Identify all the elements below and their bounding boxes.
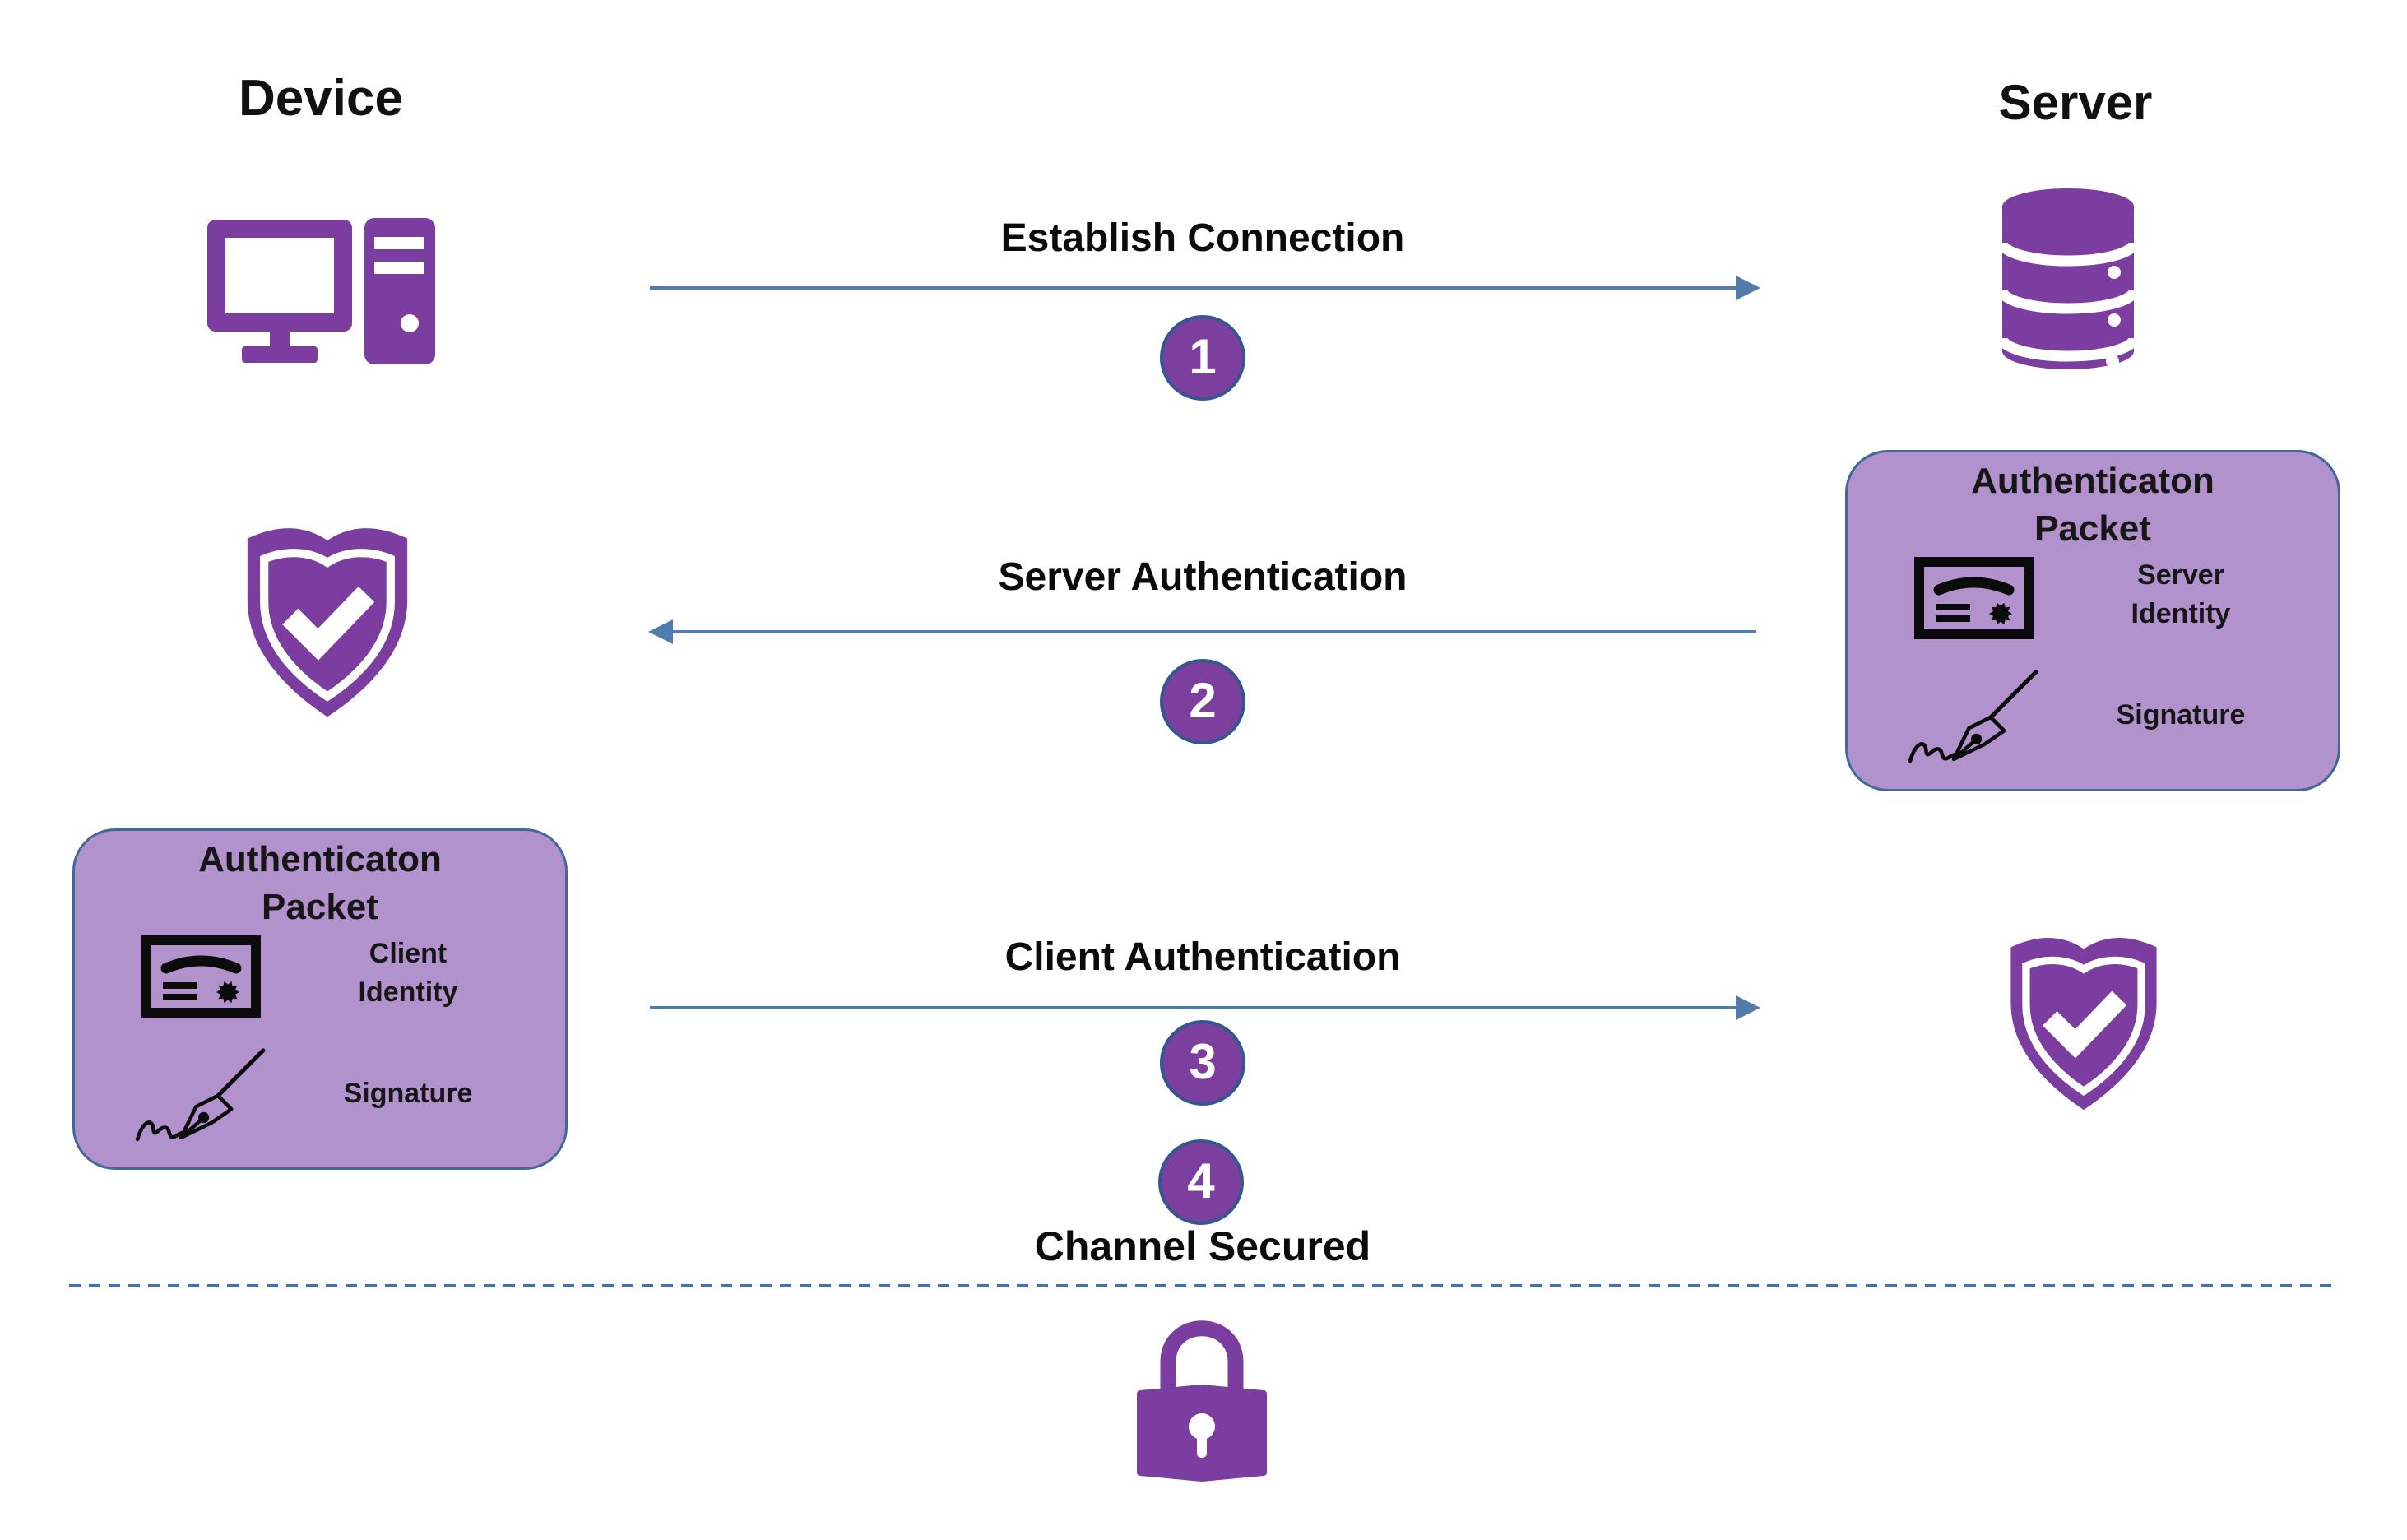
- client-signature-label: Signature: [343, 1078, 473, 1109]
- server-signature-label: Signature: [2116, 699, 2246, 731]
- client-packet-title-line1: Authenticaton: [198, 839, 442, 879]
- signature-pen-icon: [1904, 665, 2042, 777]
- server-packet-title-line1: Authenticaton: [1971, 461, 2215, 501]
- signature-pen-icon: [131, 1043, 269, 1155]
- arrow-step1-line: [650, 286, 1737, 290]
- channel-secured-label: Channel Secured: [1034, 1223, 1371, 1269]
- server-identity-line1: Server: [2137, 559, 2224, 591]
- shield-check-icon: [234, 517, 420, 724]
- step2-number: 2: [1189, 672, 1217, 728]
- step4-number: 4: [1187, 1153, 1215, 1208]
- shield-check-icon: [1999, 920, 2168, 1124]
- step2-label: Server Authentication: [998, 555, 1408, 599]
- database-icon: [1999, 185, 2137, 373]
- arrow-step3-head-icon: [1736, 995, 1760, 1020]
- step3-number: 3: [1189, 1033, 1217, 1089]
- step3-number-badge: 3: [1160, 1020, 1245, 1106]
- server-identity-label: Server Identity: [2053, 556, 2308, 633]
- server-identity-line2: Identity: [2131, 598, 2231, 629]
- step2-number-badge: 2: [1160, 659, 1245, 744]
- client-authentication-packet-box: Authenticaton Packet Client Identity: [72, 828, 568, 1170]
- step3-label: Client Authentication: [1004, 935, 1401, 979]
- padlock-icon: [1129, 1311, 1275, 1497]
- device-column-label: Device: [239, 70, 403, 127]
- step1-label: Establish Connection: [1000, 216, 1405, 260]
- server-authentication-packet-box: Authenticaton Packet Server Identity: [1845, 450, 2340, 791]
- step1-number: 1: [1189, 328, 1217, 384]
- arrow-step2-line: [673, 630, 1756, 633]
- step1-number-badge: 1: [1160, 315, 1245, 401]
- arrow-step3-line: [650, 1006, 1737, 1009]
- arrow-step1-head-icon: [1736, 276, 1760, 300]
- certificate-icon: [141, 935, 261, 1018]
- client-identity-line1: Client: [369, 938, 448, 969]
- certificate-icon: [1914, 557, 2034, 639]
- desktop-computer-icon: [206, 216, 436, 366]
- step4-number-badge: 4: [1158, 1139, 1244, 1225]
- server-column-label: Server: [1998, 75, 2153, 130]
- client-identity-line2: Identity: [358, 976, 458, 1008]
- client-packet-title-line2: Packet: [262, 887, 378, 927]
- arrow-step2-head-icon: [648, 619, 673, 644]
- server-packet-title-line2: Packet: [2034, 508, 2151, 549]
- client-identity-label: Client Identity: [281, 935, 536, 1012]
- dashed-separator-line: [69, 1284, 2333, 1287]
